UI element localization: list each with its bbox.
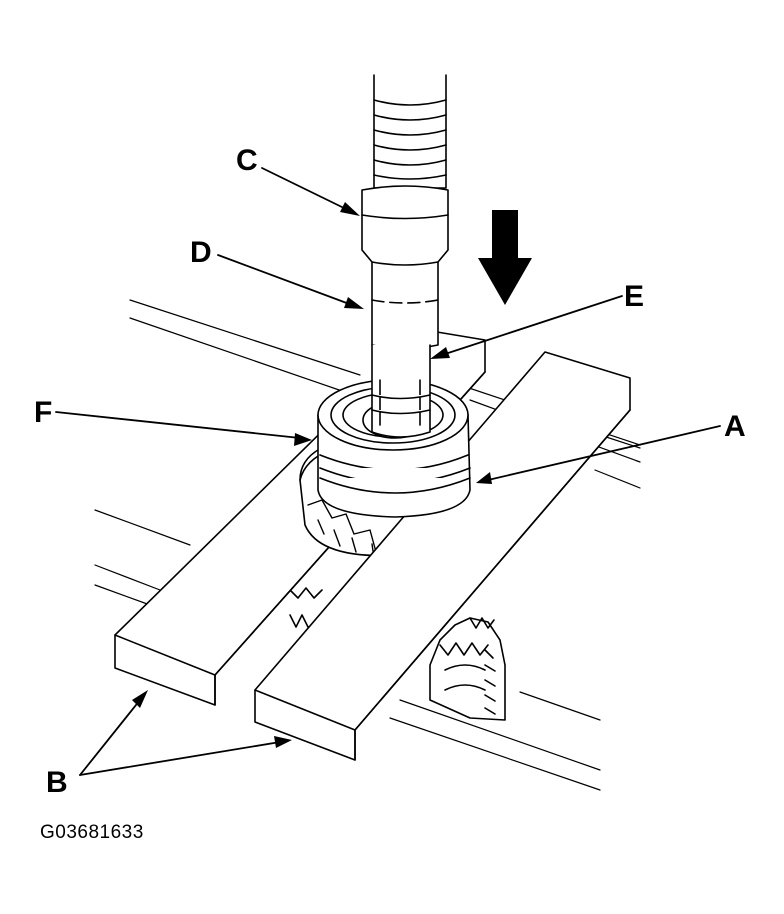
callout-b: B: [46, 766, 68, 799]
callout-f: F: [34, 396, 53, 429]
callout-a: A: [724, 410, 746, 443]
callout-c: C: [236, 144, 258, 177]
lower-gear: [289, 587, 506, 721]
leader-lines: [55, 167, 721, 776]
leader-arrowheads: [132, 202, 492, 748]
callout-e: E: [624, 280, 645, 313]
callout-d: D: [190, 236, 212, 269]
driver-shaft: [361, 74, 449, 438]
right-support-bar: [254, 351, 631, 761]
figure-id: G03681633: [40, 822, 144, 843]
press-direction-arrow-icon: [478, 210, 532, 305]
